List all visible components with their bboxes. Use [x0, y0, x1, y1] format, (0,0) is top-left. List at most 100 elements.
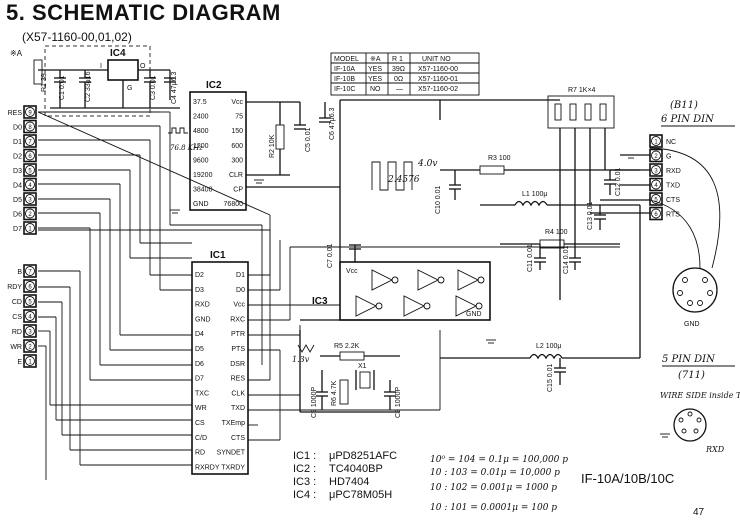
left-connector-pin-ring — [25, 179, 35, 190]
left-connector-2-pin — [23, 324, 37, 338]
right-connector-pin-ring — [651, 194, 661, 204]
right-connector-pin-ring — [651, 150, 661, 161]
c10-label: C10 0.01 — [435, 185, 442, 214]
ic1-pin-label: D2 — [195, 272, 204, 279]
table-cell: IF-10A — [334, 66, 355, 73]
left-connector-pin-ring — [25, 194, 35, 204]
left-connector-pin-number: 6 — [28, 154, 32, 160]
ic2-pin-label: 37.5 — [193, 99, 207, 106]
left-connector-2-pin-number: 1 — [28, 360, 32, 366]
left-connector-2-label: RD — [12, 329, 22, 336]
left-connector-2-pin-ring — [25, 296, 35, 306]
left-connector-pin-ring — [25, 165, 35, 175]
ic2-pin-label: 300 — [231, 157, 243, 164]
l2-label: L2 100μ — [536, 343, 561, 350]
ic1-body — [191, 261, 249, 475]
right-connector-pin-number: 2 — [654, 154, 658, 160]
left-connector-2-label: CD — [12, 299, 22, 306]
left-connector-pin — [23, 177, 37, 192]
ic1-pin-label: RES — [231, 376, 246, 383]
c4-label: C4 47μ6.3 — [171, 71, 178, 104]
ic3-label: IC3 — [312, 296, 328, 307]
square-wave-icon — [371, 161, 413, 191]
r5-label: R5 2.2K — [334, 343, 360, 350]
r2-label: R2 10K — [269, 134, 276, 158]
table-cell: — — [396, 86, 403, 93]
ic2-pin-label: 19200 — [193, 172, 213, 179]
right-connector-label: NC — [666, 139, 676, 146]
table-cell: YES — [368, 76, 382, 83]
right-connector-label: TXD — [666, 183, 680, 190]
left-connector-label: D6 — [13, 212, 22, 219]
filter-capacitors — [534, 170, 616, 385]
left-connector-label: D0 — [13, 125, 22, 132]
ic2-pin-label: 600 — [231, 143, 243, 150]
ic1-pin-label: D4 — [195, 331, 204, 338]
c11-label: C11 0.01 — [527, 244, 534, 272]
ic1-pin-label: CS — [195, 420, 205, 427]
left-connector-label: RES — [8, 110, 23, 117]
ic2-pin-label: GND — [193, 201, 209, 208]
left-connector-2-pin-ring — [25, 326, 35, 336]
right-connector-label: G — [666, 154, 671, 161]
six-pin-din-label: 6 PIN DIN — [661, 114, 715, 125]
ic3-vcc-label: Vcc — [346, 268, 358, 275]
left-connector-pin-ring — [25, 136, 35, 146]
left-connector-2-pin — [23, 309, 37, 323]
sine-wave-icon — [297, 344, 315, 353]
ic2-pin-label: 38400 — [193, 187, 213, 194]
c15-label: C15 0.01 — [547, 363, 554, 392]
c14-label: C14 0.01 — [563, 245, 570, 274]
right-connector-pin-ring — [651, 208, 661, 219]
ic1-pin-label: C/D — [195, 435, 207, 442]
ic4-pin-i: I — [100, 63, 102, 70]
left-connector-label: D3 — [13, 168, 22, 175]
right-connector-label: RTS — [666, 212, 680, 219]
ic2-pin-label: 75 — [235, 114, 243, 121]
ic2-pin-label: 76800 — [224, 201, 244, 208]
six-pin-din-socket-icon — [672, 267, 718, 313]
c9-label: C9 1000P — [311, 387, 318, 418]
table-header-xa: ※A — [370, 56, 381, 63]
left-connector-pin-ring — [25, 107, 35, 117]
ic3-gnd-label: GND — [466, 311, 482, 318]
left-connector-2-pin-number: 5 — [28, 300, 32, 306]
ic2-pin-label: 1200 — [193, 143, 209, 150]
left-connector-2-pin — [23, 354, 37, 368]
left-connector-pin — [23, 105, 37, 119]
ic2-label: IC2 — [206, 80, 222, 91]
handwritten-capacitor-notes: 10⁰ = 104 = 0.1μ = 100,000 p 10 : 103 = … — [430, 455, 568, 513]
right-connector-label: CTS — [666, 197, 680, 204]
ic2-pin-label: CP — [233, 187, 243, 194]
ic-legend-row: IC4 :μPC78M05H — [293, 489, 393, 501]
left-connector-2-label: B — [17, 269, 22, 276]
ic-legend-row: IC2 :TC4040BP — [293, 463, 383, 475]
ic2-pin-label: 9600 — [193, 157, 209, 164]
left-connector-pin-ring — [25, 121, 35, 132]
conversion-note: 10 : 101 = 0.0001μ = 100 p — [430, 503, 557, 513]
left-connector-2-pin-number: 7 — [28, 270, 32, 276]
conversion-note: 10⁰ = 104 = 0.1μ = 100,000 p — [430, 455, 568, 465]
right-connector-label: RXD — [666, 168, 681, 175]
table-cell: IF-10B — [334, 76, 355, 83]
right-connector-pin-ring — [651, 136, 661, 146]
ic1-pin-label: D3 — [195, 287, 204, 294]
c8-label: C8 1000P — [395, 387, 402, 418]
left-connector-pin-number: 3 — [28, 198, 32, 204]
ic1-pin-label: RXRDY — [195, 464, 220, 471]
right-connector-pin-number: 1 — [654, 140, 658, 146]
left-connector-pin-number: 2 — [28, 212, 32, 218]
five-pin-din-socket-icon — [673, 408, 707, 442]
left-connector-2-pin-number: 4 — [28, 315, 32, 321]
c3-label: C3 0.01 — [150, 75, 157, 100]
conversion-note: 10 : 103 = 0.01μ = 10,000 p — [430, 468, 560, 478]
left-connector-2-label: RDY — [7, 284, 22, 291]
table-cell: X57-1160-00 — [418, 66, 458, 73]
left-connector-pin — [23, 206, 37, 221]
freq-1-3v-label: 1.3v — [292, 355, 310, 364]
r3-label: R3 100 — [488, 155, 511, 162]
